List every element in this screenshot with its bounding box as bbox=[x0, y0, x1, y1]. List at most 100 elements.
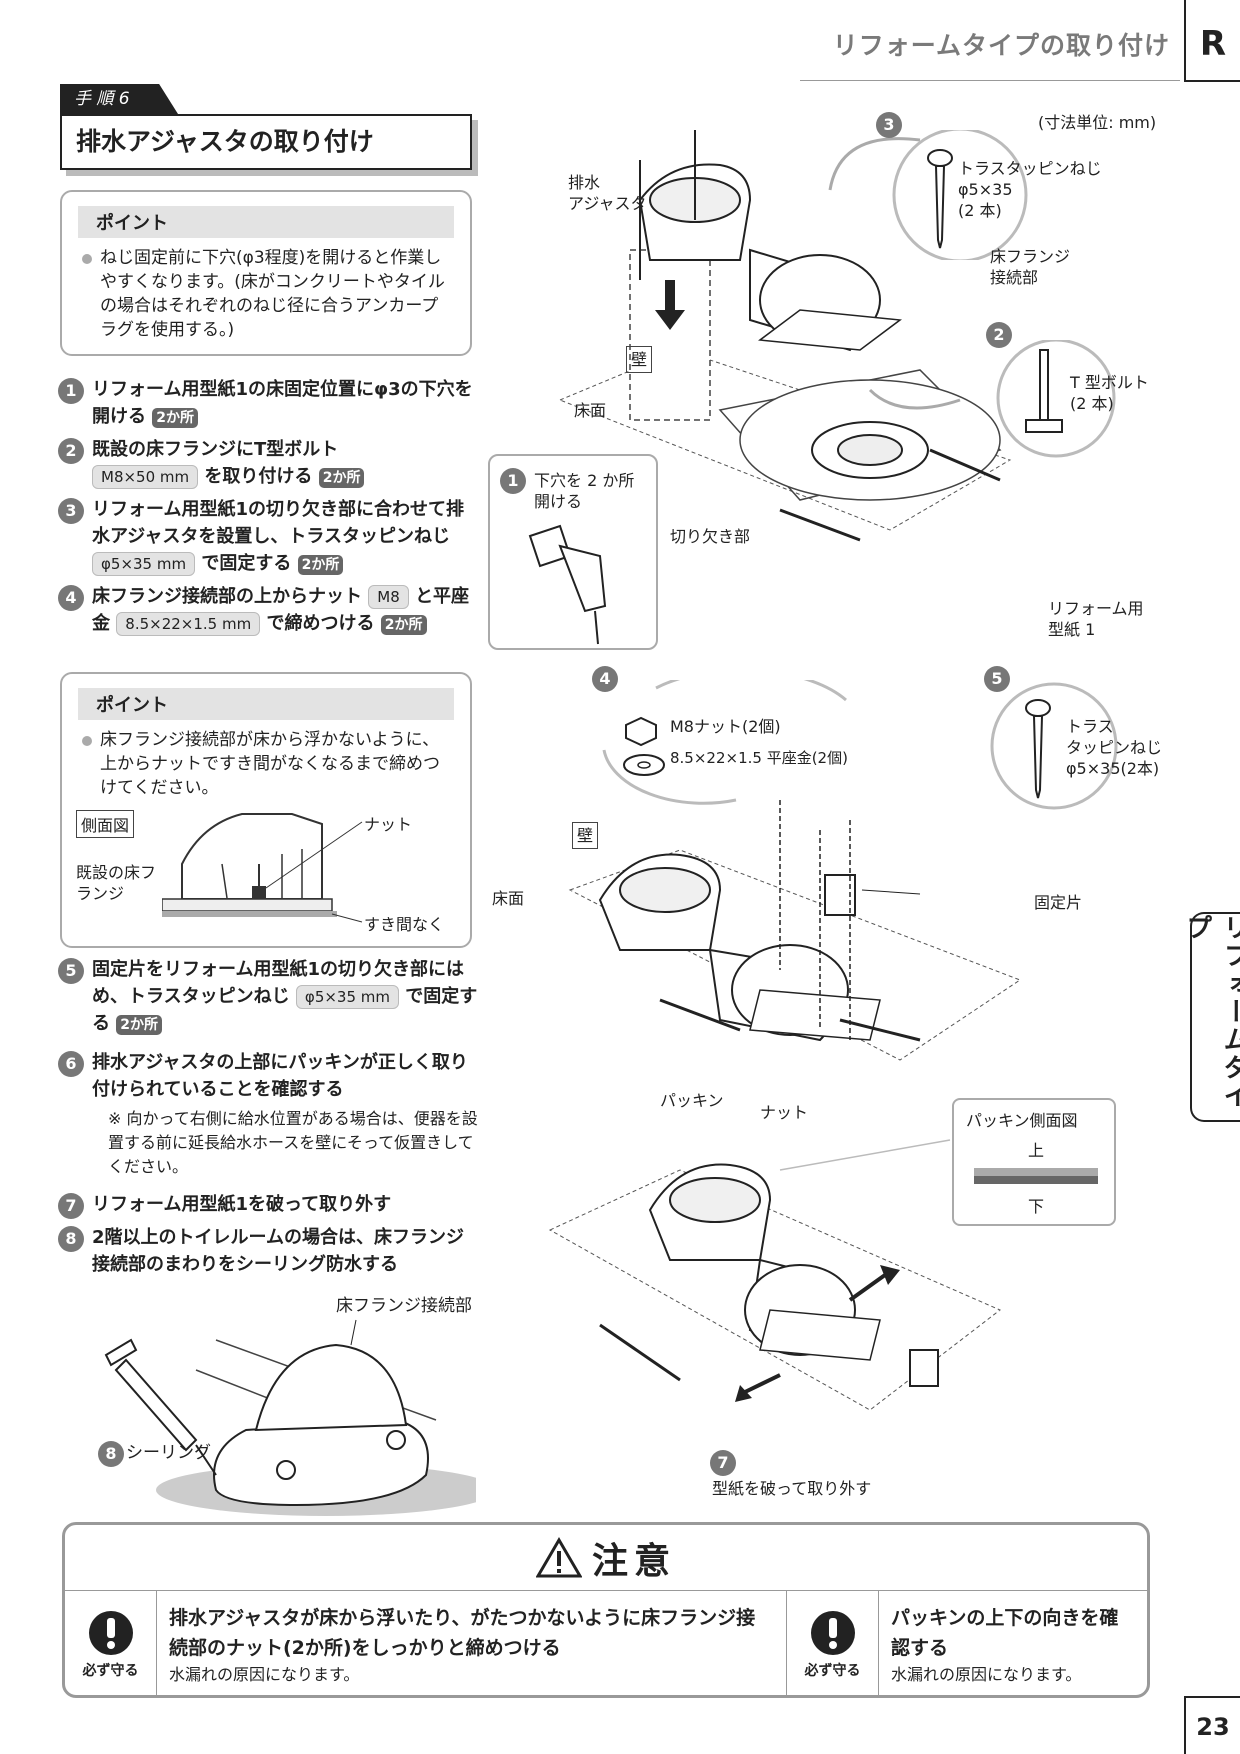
packing-profile bbox=[974, 1168, 1098, 1184]
floor-label: 床面 bbox=[574, 401, 607, 420]
screw-callout-circle bbox=[892, 130, 1028, 260]
caution-title-row: 注意 bbox=[65, 1525, 1147, 1591]
flange-joint-label: 床フランジ 接続部 bbox=[990, 247, 1071, 287]
hole-callout-box bbox=[488, 454, 658, 650]
wall-label-2: 壁 bbox=[572, 822, 599, 849]
step-text: リフォーム用型紙1の床固定位置にφ3の下穴を開ける bbox=[92, 379, 473, 427]
caution-item-1-sub: 水漏れの原因になります。 bbox=[169, 1665, 360, 1684]
caution-box: 注意 必ず守る 排水アジャスタが床から浮いたり、がたつかないように床フランジ接続… bbox=[62, 1522, 1150, 1698]
point-box-1: ポイント ねじ固定前に下穴(φ3程度)を開けると作業しやすくなります。(床がコン… bbox=[60, 190, 472, 356]
template-label: リフォーム用 型紙 1 bbox=[1048, 599, 1144, 639]
spec-badge: M8 bbox=[368, 585, 409, 609]
steps-list-1: 1 リフォーム用型紙1の床固定位置にφ3の下穴を開ける 2か所 2 既設の床フラ… bbox=[58, 376, 478, 643]
fixing-piece-label: 固定片 bbox=[1034, 893, 1083, 912]
step-text: 固定片をリフォーム用型紙1の切り欠き部にはめ、トラスタッピンねじ bbox=[92, 959, 464, 1007]
step-number: 8 bbox=[58, 1226, 84, 1252]
count-badge: 2か所 bbox=[318, 468, 365, 488]
nut-label: ナット bbox=[364, 815, 413, 834]
step-number: 2 bbox=[58, 438, 84, 464]
screw2-callout-circle bbox=[990, 682, 1118, 810]
point-text: 床フランジ接続部が床から浮かないように、上からナットですき間がなくなるまで締めつ… bbox=[78, 728, 454, 800]
seal-flange-joint-label: 床フランジ接続部 bbox=[336, 1296, 472, 1316]
packing-bottom-label: 下 bbox=[1028, 1197, 1045, 1216]
caution-item-2-main: パッキンの上下の向きを確認する bbox=[891, 1607, 1119, 1659]
caution-item-1-main: 排水アジャスタが床から浮いたり、がたつかないように床フランジ接続部のナット(2か… bbox=[169, 1607, 756, 1659]
notch-label: 切り欠き部 bbox=[670, 527, 751, 546]
step-item-8: 8 2階以上のトイレルームの場合は、床フランジ接続部のまわりをシーリング防水する bbox=[58, 1224, 478, 1278]
flange-label: 既設の床フランジ bbox=[76, 863, 157, 903]
nut-label-3: ナット bbox=[760, 1103, 809, 1122]
caution-title: 注意 bbox=[591, 1540, 676, 1582]
step-text-post: で固定する bbox=[92, 986, 478, 1034]
caution-item-2: パッキンの上下の向きを確認する 水漏れの原因になります。 bbox=[879, 1591, 1147, 1695]
step-number: 3 bbox=[58, 498, 84, 524]
nut-label: M8ナット(2個) bbox=[670, 717, 781, 736]
step-number: 1 bbox=[58, 378, 84, 404]
remove-step-number: 7 bbox=[710, 1450, 736, 1476]
page-number: 23 bbox=[1184, 1696, 1240, 1754]
sealing-label: シーリング bbox=[126, 1443, 211, 1463]
section-tab-letter: R bbox=[1184, 0, 1240, 82]
step-number: 5 bbox=[58, 958, 84, 984]
point-text: ねじ固定前に下穴(φ3程度)を開けると作業しやすくなります。(床がコンクリートや… bbox=[78, 246, 454, 342]
screw-callout-number: 3 bbox=[876, 112, 902, 138]
bolt-callout-number: 2 bbox=[986, 322, 1012, 348]
point-heading: ポイント bbox=[78, 688, 454, 720]
drain-adjuster-label: 排水 アジャスタ bbox=[568, 173, 647, 213]
packing-label: パッキン bbox=[660, 1091, 724, 1110]
step-number: 6 bbox=[58, 1051, 84, 1077]
steps-list-2: 5 固定片をリフォーム用型紙1の切り欠き部にはめ、トラスタッピンねじ φ5×35… bbox=[58, 956, 478, 1284]
step-item-7: 7 リフォーム用型紙1を破って取り外す bbox=[58, 1191, 478, 1219]
hole-callout-number: 1 bbox=[500, 468, 526, 494]
step-number: 7 bbox=[58, 1193, 84, 1219]
spec-badge: M8×50 mm bbox=[92, 465, 199, 489]
step-text: リフォーム用型紙1の切り欠き部に合わせて排水アジャスタを設置し、トラスタッピンね… bbox=[92, 499, 464, 547]
exclamation-icon bbox=[88, 1610, 133, 1655]
figure-mid-diagram bbox=[568, 800, 1022, 1061]
step-item-5: 5 固定片をリフォーム用型紙1の切り欠き部にはめ、トラスタッピンねじ φ5×35… bbox=[58, 956, 478, 1037]
step-text: 既設の床フランジにT型ボルト bbox=[92, 439, 339, 460]
step-text: 2階以上のトイレルームの場合は、床フランジ接続部のまわりをシーリング防水する bbox=[92, 1227, 464, 1275]
count-badge: 2か所 bbox=[116, 1015, 163, 1035]
spec-badge-2: 8.5×22×1.5 mm bbox=[116, 612, 261, 636]
step-note: ※ 向かって右側に給水位置がある場合は、便器を設置する前に延長給水ホースを壁にそ… bbox=[108, 1109, 478, 1176]
bolt-callout-circle bbox=[996, 340, 1116, 458]
sealing-step-number: 8 bbox=[98, 1441, 124, 1467]
header-rule bbox=[800, 80, 1180, 81]
must-do-cell-1: 必ず守る bbox=[65, 1591, 157, 1695]
nut-callout-circle bbox=[602, 680, 847, 805]
unit-label: (寸法単位: mm) bbox=[1038, 113, 1157, 132]
step-item-4: 4 床フランジ接続部の上からナット M8 と平座金 8.5×22×1.5 mm … bbox=[58, 583, 478, 637]
procedure-title: 排水アジャスタの取り付け bbox=[60, 114, 472, 170]
floor-label-2: 床面 bbox=[492, 889, 525, 908]
step-text-post: を取り付ける bbox=[204, 466, 313, 487]
screw-label: トラスタッピンねじ φ5×35 (2 本) bbox=[958, 159, 1102, 220]
packing-side-view-label: パッキン側面図 bbox=[966, 1111, 1078, 1130]
step-text-post: で固定する bbox=[201, 553, 292, 574]
nut-callout-number: 4 bbox=[592, 666, 618, 692]
step-text-post-2: で締めつける bbox=[266, 613, 375, 634]
step-item-6: 6 排水アジャスタの上部にパッキンが正しく取り付けられていることを確認する ※ … bbox=[58, 1049, 478, 1179]
count-badge: 2か所 bbox=[297, 555, 344, 575]
must-do-label: 必ず守る bbox=[82, 1662, 139, 1679]
spec-badge: φ5×35 mm bbox=[92, 552, 196, 576]
warning-triangle-icon bbox=[535, 1536, 582, 1577]
exclamation-icon bbox=[810, 1610, 855, 1655]
point-box-2: ポイント 床フランジ接続部が床から浮かないように、上からナットですき間がなくなる… bbox=[60, 672, 472, 948]
figure-top-diagram bbox=[558, 130, 1012, 542]
remove-label: 型紙を破って取り外す bbox=[712, 1479, 872, 1498]
step-number: 4 bbox=[58, 585, 84, 611]
packing-top-label: 上 bbox=[1028, 1141, 1045, 1160]
count-badge: 2か所 bbox=[152, 408, 199, 428]
step-item-3: 3 リフォーム用型紙1の切り欠き部に合わせて排水アジャスタを設置し、トラスタッピ… bbox=[58, 496, 478, 577]
wall-label: 壁 bbox=[626, 346, 653, 373]
step-text: リフォーム用型紙1を破って取り外す bbox=[92, 1194, 392, 1215]
spec-badge: φ5×35 mm bbox=[295, 985, 400, 1009]
step-text: 排水アジャスタの上部にパッキンが正しく取り付けられていることを確認する bbox=[92, 1052, 468, 1100]
point-heading: ポイント bbox=[78, 206, 454, 238]
step-text: 床フランジ接続部の上からナット bbox=[92, 586, 362, 607]
caution-row: 必ず守る 排水アジャスタが床から浮いたり、がたつかないように床フランジ接続部のナ… bbox=[65, 1591, 1147, 1695]
caution-item-1: 排水アジャスタが床から浮いたり、がたつかないように床フランジ接続部のナット(2か… bbox=[157, 1591, 787, 1695]
side-index-tab: リフォームタイプ bbox=[1182, 912, 1240, 1122]
procedure-step-tag: 手 順 6 bbox=[60, 84, 178, 114]
